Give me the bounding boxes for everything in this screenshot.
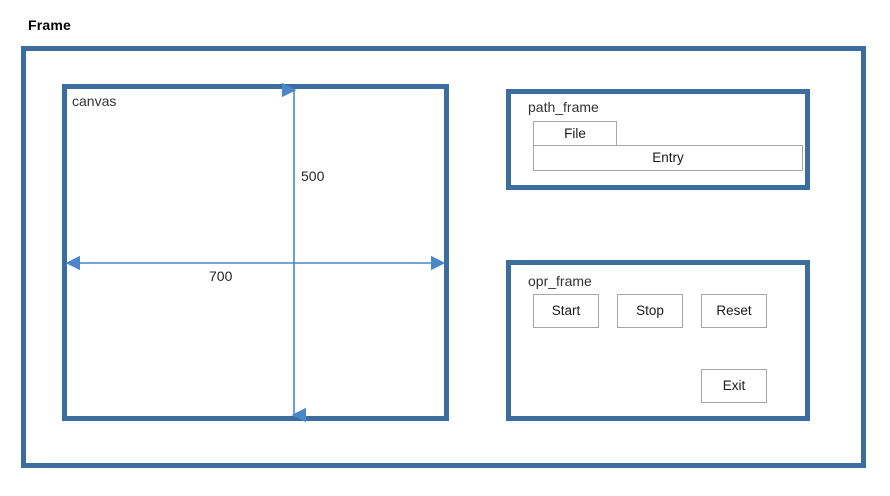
path-frame-label: path_frame [528,99,599,115]
width-dimension-label: 700 [209,268,233,284]
opr-frame-label: opr_frame [528,273,592,289]
reset-button[interactable]: Reset [701,294,767,328]
start-button[interactable]: Start [533,294,599,328]
exit-button[interactable]: Exit [701,369,767,403]
path-frame: path_frame File Entry [506,89,810,190]
canvas-label: canvas [72,93,117,109]
page-title: Frame [28,17,72,33]
opr-frame: opr_frame Start Stop Reset Exit [506,260,810,421]
path-entry-field[interactable]: Entry [533,145,803,171]
canvas-panel[interactable] [62,84,449,421]
stop-button[interactable]: Stop [617,294,683,328]
file-button[interactable]: File [533,121,617,147]
height-dimension-label: 500 [301,168,325,184]
